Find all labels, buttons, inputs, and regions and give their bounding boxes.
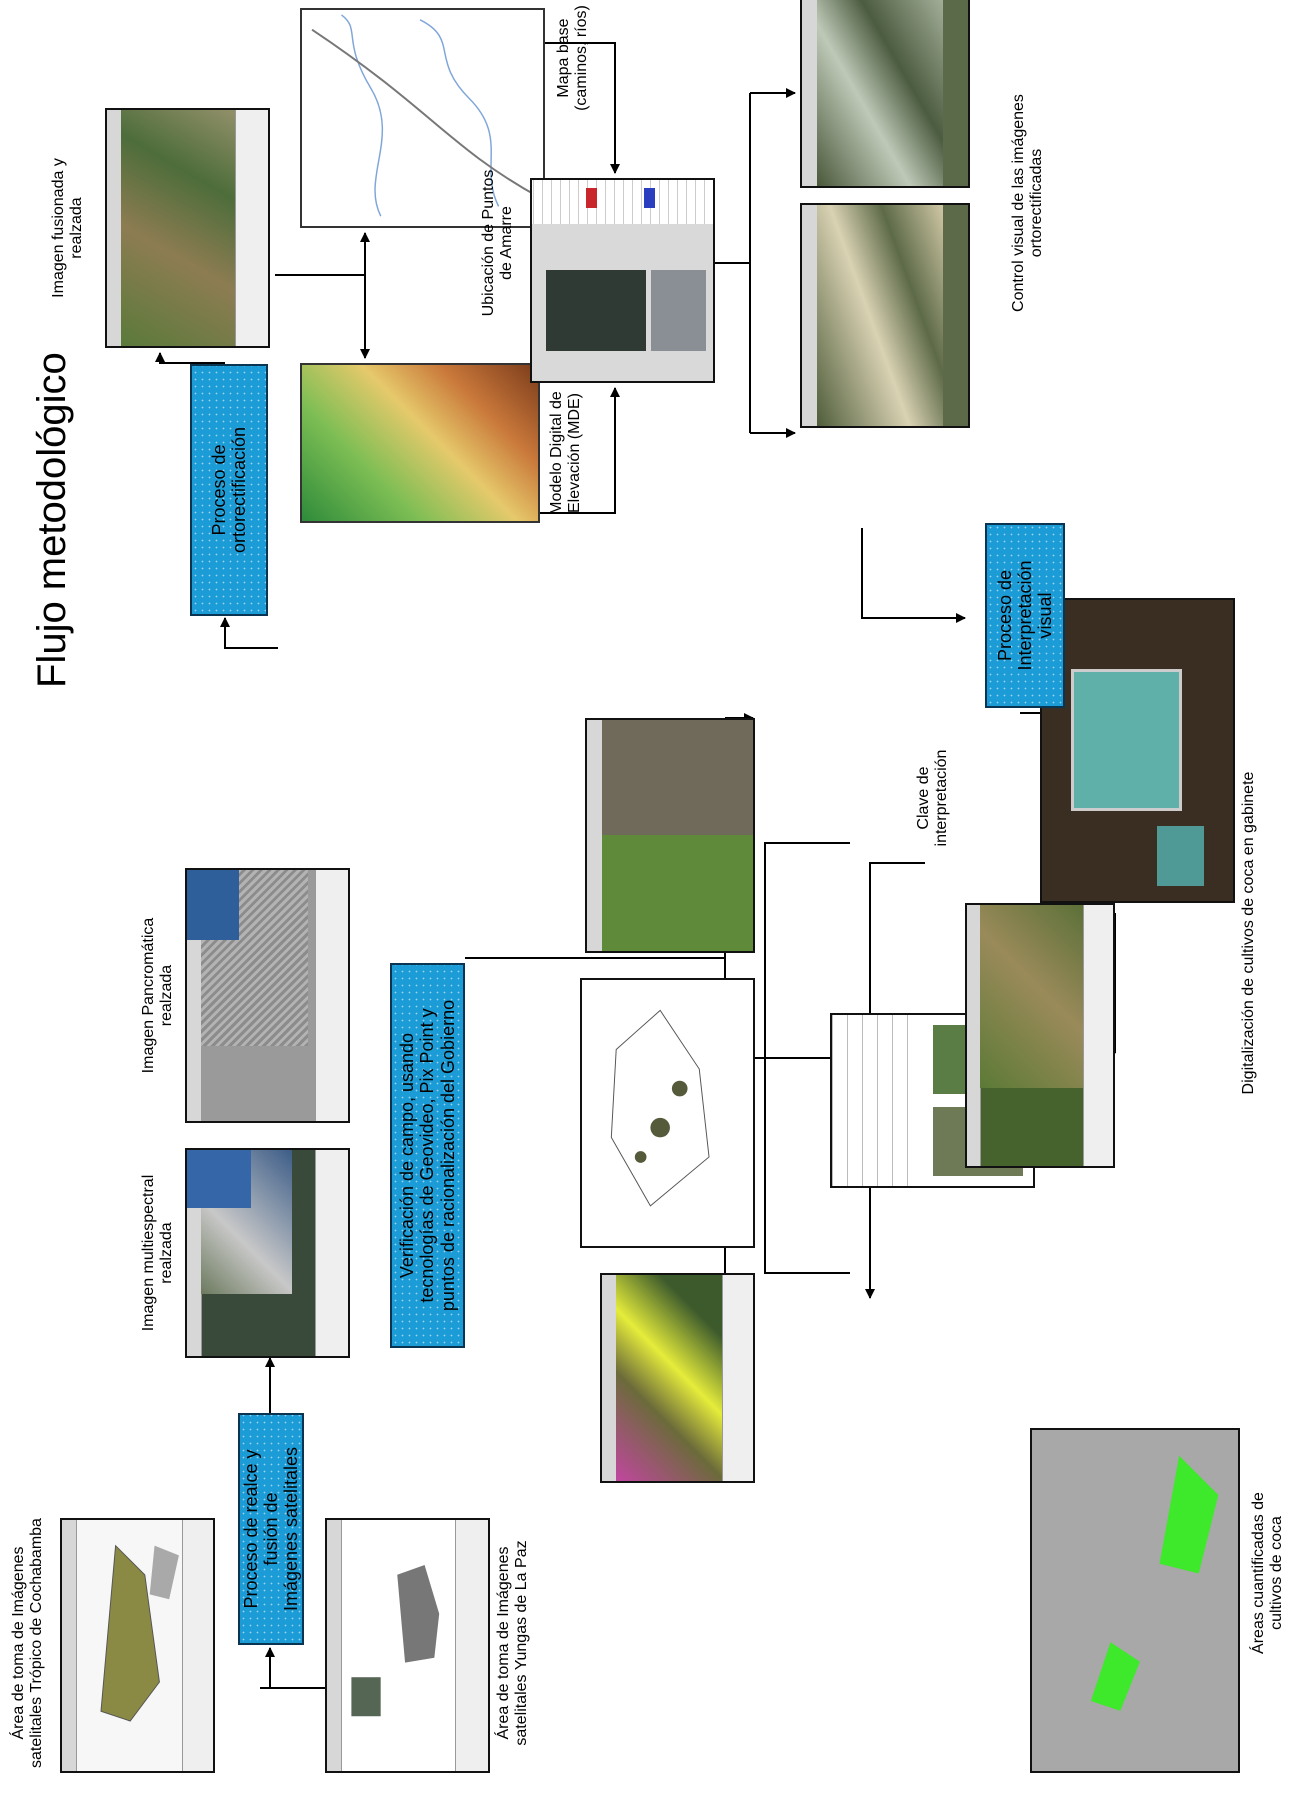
coca-areas-relief-icon (1090, 1455, 1219, 1711)
arrow-mapa-to-puntos (545, 42, 620, 174)
ortho-image-1 (800, 203, 970, 428)
arrow-to-fusionada (155, 352, 225, 364)
label-control-visual: Control visual de las imágenes ortorecti… (1010, 94, 1046, 312)
verif-aerial-screenshot (585, 718, 755, 953)
gabinete-photo (1040, 598, 1235, 903)
verification-polygons-icon (610, 1009, 710, 1207)
label-clave: Clave de interpretación (915, 749, 951, 847)
label-multiespectral: Imagen multiespectral realzada (140, 1174, 176, 1332)
cochabamba-coverage-screenshot (60, 1518, 215, 1773)
yungas-coverage-screenshot (325, 1518, 490, 1773)
label-mapa-base: Mapa base (caminos, ríos) (555, 5, 591, 111)
label-mde: Modelo Digital de Elevación (MDE) (548, 391, 584, 515)
fusionada-screenshot (105, 108, 270, 348)
arrow-to-interpretacion (861, 528, 966, 623)
satellite-coverage-map-icon (100, 1544, 179, 1722)
ortho-image-2 (800, 0, 970, 188)
verif-yellow-screenshot (600, 1273, 755, 1483)
label-areas-cuantificadas: Áreas cuantificadas de cultivos de coca (1250, 1492, 1286, 1654)
verif-polygons-map (580, 978, 755, 1248)
multiespectral-screenshot (185, 1148, 350, 1358)
label-puntos-amarre: Ubicación de Puntos de Amarre (480, 169, 516, 317)
label-fusionada: Imagen fusionada y realzada (50, 158, 86, 298)
arrow-to-ortorect (220, 617, 278, 649)
page-title: Flujo metodológico (30, 352, 74, 688)
pancromatica-screenshot (185, 868, 350, 1123)
process-realce-fusion: Proceso de realce y fusión de Imágenes s… (238, 1413, 304, 1645)
label-pancromatica: Imagen Pancromática realzada (140, 917, 176, 1074)
base-map-roads-rivers-icon (311, 14, 539, 217)
satellite-coverage-map-icon (351, 1565, 440, 1717)
label-area-cochabamba: Área de toma de Imágenes satelitales Tró… (10, 1518, 46, 1768)
label-area-yungas: Área de toma de Imágenes satelitales Yun… (495, 1540, 531, 1746)
mde-map (300, 363, 540, 523)
process-verificacion-campo: Verificación de campo, usando tecnología… (390, 963, 465, 1348)
label-digitalizacion: Digitalización de cultivos de coca en ga… (1240, 771, 1257, 1095)
process-ortorectificacion: Proceso de ortorectificación (190, 364, 268, 616)
coca-areas-map (1030, 1428, 1240, 1773)
mapa-base-screenshot (300, 8, 545, 228)
process-interpretacion-visual: Proceso de Interpretación visual (985, 523, 1065, 708)
digitalizacion-screenshot (965, 903, 1115, 1168)
